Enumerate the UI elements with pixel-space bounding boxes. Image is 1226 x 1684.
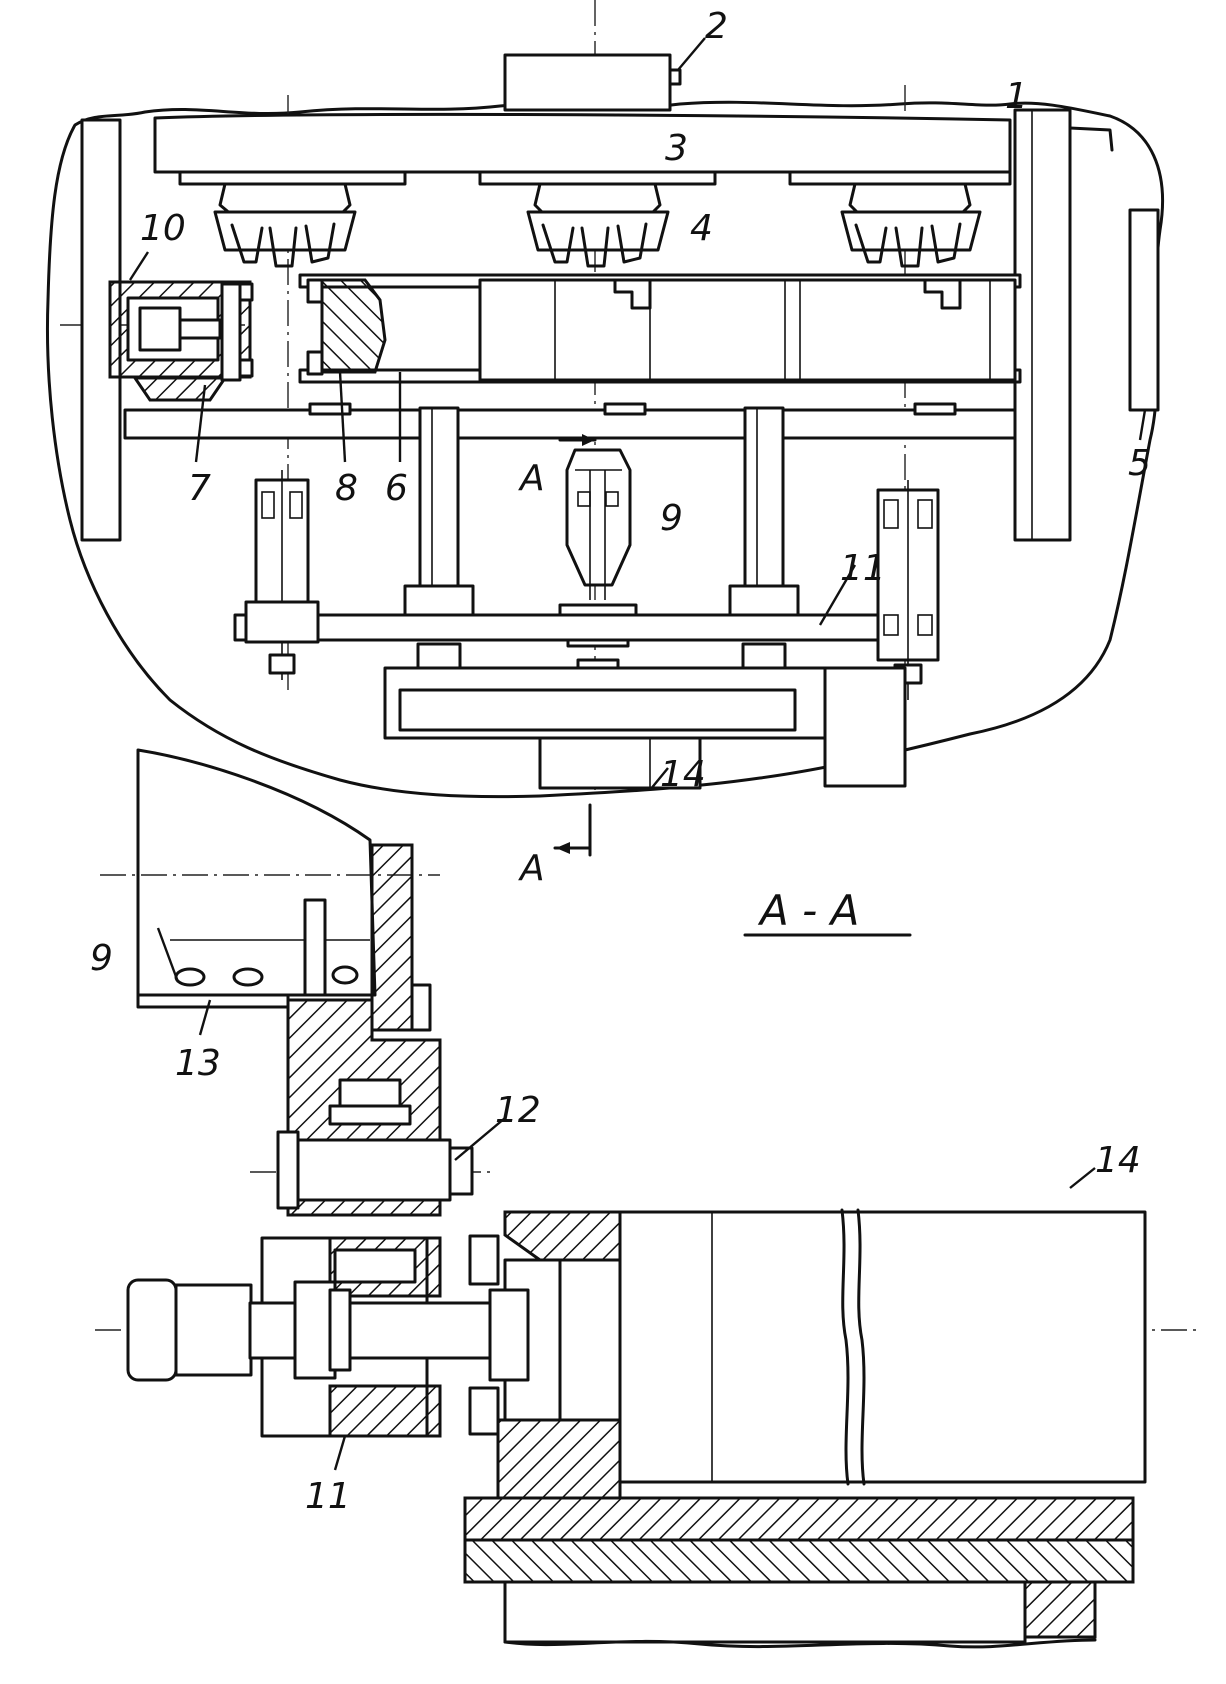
label-1: 1 [1005, 76, 1028, 117]
section-part-14-body [618, 1210, 1147, 1484]
label-12: 12 [495, 1090, 541, 1131]
part-labels: 1 2 3 4 5 6 7 8 9 10 11 14 A A A - A 9 1… [90, 6, 1151, 1517]
label-section-a-bottom: A [518, 848, 545, 889]
part-9-pusher [558, 448, 638, 696]
label-14-bottom: 14 [1095, 1140, 1141, 1181]
label-10: 10 [140, 208, 186, 249]
section-title: A - A [757, 886, 859, 935]
label-9-top: 9 [660, 498, 683, 539]
label-3: 3 [665, 128, 688, 169]
section-part-9 [136, 748, 377, 997]
label-13: 13 [175, 1043, 221, 1084]
label-2: 2 [705, 6, 728, 47]
part-8-clamp [306, 278, 387, 376]
label-9-bottom: 9 [90, 938, 113, 979]
section-part-13 [136, 993, 290, 1009]
label-14-top: 14 [660, 754, 706, 795]
section-part-12-pin [293, 1138, 452, 1202]
part-10-cylinder [108, 280, 254, 402]
part-5 [1128, 208, 1160, 412]
side-cylinder-right [876, 480, 940, 700]
frame-right [1013, 108, 1072, 542]
label-11-bottom: 11 [305, 1476, 351, 1517]
section-view-a-a [95, 748, 1200, 1649]
part-1-beam [153, 112, 1012, 174]
label-8: 8 [335, 468, 358, 509]
top-view [45, 0, 1165, 799]
label-11-top: 11 [840, 548, 886, 589]
section-base-upper [463, 1496, 1135, 1542]
label-5: 5 [1128, 443, 1151, 484]
section-line-a [553, 434, 597, 857]
guide-post-right [728, 406, 800, 696]
cutter-head-left [213, 182, 357, 268]
cutter-head-right [840, 182, 982, 268]
label-4: 4 [690, 208, 713, 249]
label-section-a-top: A [518, 458, 545, 499]
guide-post-left [403, 406, 475, 696]
cutter-head-center [526, 182, 670, 268]
side-cylinder-left [244, 470, 320, 680]
part-2-block [503, 53, 672, 112]
section-shaft-end [126, 1278, 178, 1382]
label-6: 6 [385, 468, 408, 509]
part-14-box [538, 736, 702, 790]
section-base-lower [463, 1538, 1135, 1584]
part-11-bar [233, 613, 897, 642]
label-7: 7 [188, 468, 211, 509]
